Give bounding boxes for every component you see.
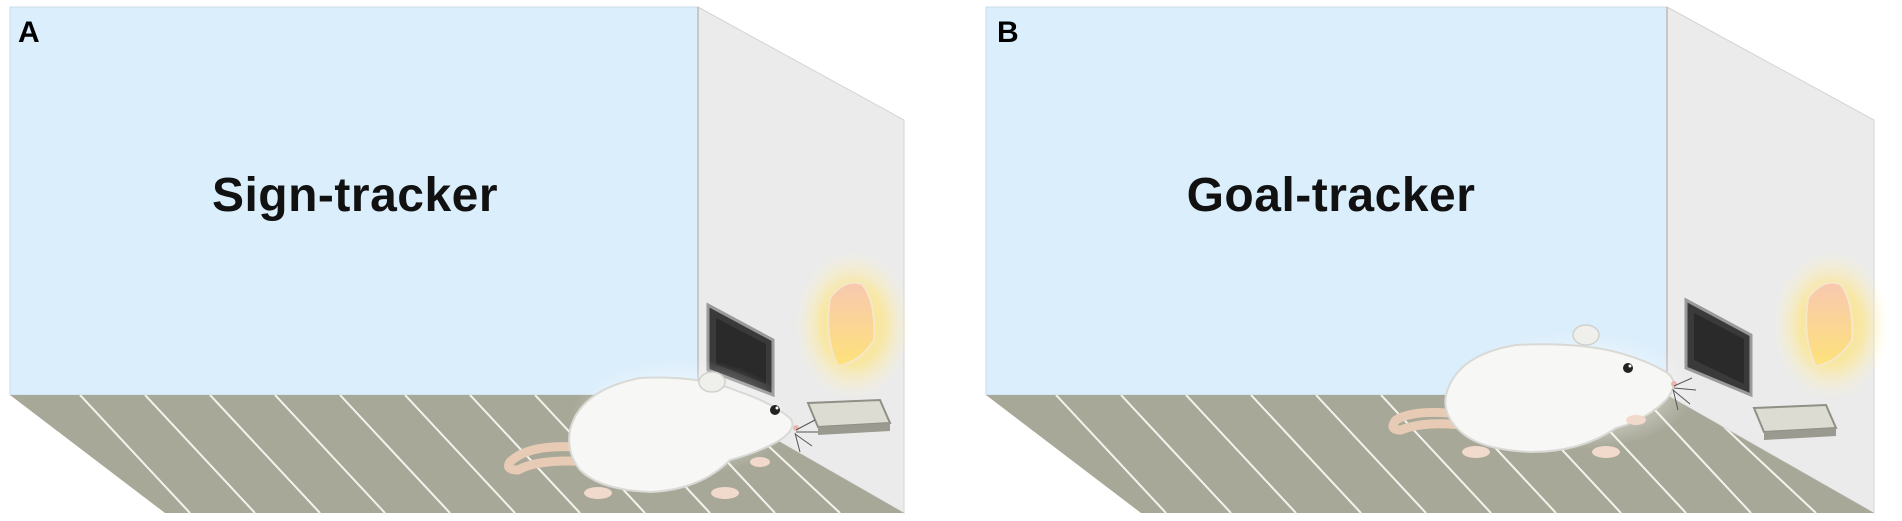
panel-label-a: A xyxy=(18,16,40,49)
lever xyxy=(1684,297,1753,398)
grid-bars xyxy=(1055,395,1817,513)
panel-b: B Goal-tracker xyxy=(976,0,1902,521)
panel-title-a: Sign-tracker xyxy=(211,169,499,222)
rat-b xyxy=(1388,324,1697,458)
panel-a: A Sign-tracker xyxy=(9,6,911,514)
back-wall xyxy=(985,6,1668,396)
chamber-b-svg xyxy=(985,6,1889,514)
panel-title-b: Goal-tracker xyxy=(1186,169,1476,222)
light-cue xyxy=(795,251,911,399)
chamber-a-svg xyxy=(9,6,911,514)
back-wall xyxy=(9,6,699,396)
panel-label-b: B xyxy=(997,16,1019,49)
food-cup xyxy=(806,398,892,435)
light-cue xyxy=(1773,251,1889,399)
food-cup xyxy=(1752,403,1838,440)
rat-a xyxy=(504,358,818,499)
